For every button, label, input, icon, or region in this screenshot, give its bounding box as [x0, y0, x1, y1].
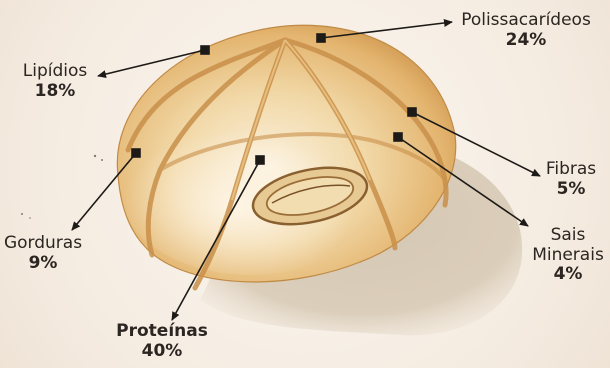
- label-polissacarideos-percent: 24%: [452, 31, 600, 51]
- label-gorduras-name: Gorduras: [0, 234, 86, 254]
- label-sais-minerais: Sais Minerais 4%: [526, 226, 610, 285]
- label-fibras: Fibras 5%: [540, 160, 602, 199]
- label-sais-percent: 4%: [526, 265, 610, 285]
- label-fibras-percent: 5%: [540, 180, 602, 200]
- label-gorduras: Gorduras 9%: [0, 234, 86, 273]
- label-proteinas-percent: 40%: [106, 342, 218, 362]
- label-polissacarideos-name: Polissacarídeos: [452, 11, 600, 31]
- label-fibras-name: Fibras: [540, 160, 602, 180]
- label-sais-line1: Sais: [526, 226, 610, 246]
- label-sais-line2: Minerais: [526, 246, 610, 266]
- label-lipidios-percent: 18%: [12, 82, 98, 102]
- label-polissacarideos: Polissacarídeos 24%: [452, 11, 600, 50]
- label-lipidios-name: Lipídios: [12, 62, 98, 82]
- label-lipidios: Lipídios 18%: [12, 62, 98, 101]
- label-gorduras-percent: 9%: [0, 254, 86, 274]
- label-proteinas-name: Proteínas: [106, 322, 218, 342]
- label-proteinas: Proteínas 40%: [106, 322, 218, 361]
